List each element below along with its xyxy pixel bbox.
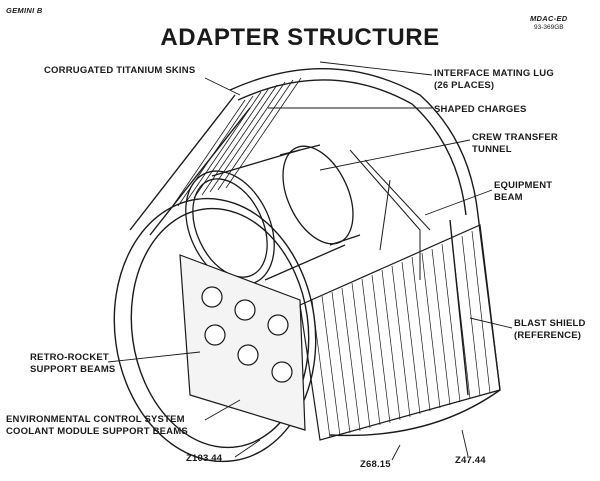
- org-tag: MDAC-ED: [530, 14, 568, 23]
- station-z47: Z47.44: [455, 455, 486, 466]
- label-ecs-coolant-beams-line2: COOLANT MODULE SUPPORT BEAMS: [6, 426, 188, 437]
- label-crew-transfer-tunnel: CREW TRANSFER TUNNEL: [472, 132, 558, 156]
- label-corrugated-skins: CORRUGATED TITANIUM SKINS: [44, 65, 196, 76]
- label-interface-mating-lug-line2: (26 PLACES): [434, 80, 495, 91]
- label-equipment-beam: EQUIPMENT BEAM: [494, 180, 552, 204]
- label-equipment-beam-line1: EQUIPMENT: [494, 180, 553, 191]
- shell-right-edge: [329, 214, 501, 437]
- label-blast-shield-line2: (REFERENCE): [514, 330, 582, 341]
- document-number: 93-369GB: [534, 24, 564, 31]
- label-ecs-coolant-beams: ENVIRONMENTAL CONTROL SYSTEM COOLANT MOD…: [6, 414, 188, 438]
- equipment-beam: [349, 149, 431, 280]
- station-z103: Z103.44: [186, 453, 223, 464]
- aft-ring-inner: [130, 207, 310, 449]
- crew-transfer-tunnel: [185, 144, 361, 286]
- program-tag: GEMINI B: [6, 6, 43, 15]
- label-retro-rocket-beams-line2: SUPPORT BEAMS: [30, 364, 116, 375]
- label-retro-rocket-beams: RETRO-ROCKET SUPPORT BEAMS: [30, 352, 115, 376]
- label-equipment-beam-line2: BEAM: [494, 192, 523, 203]
- station-z68: Z68.15: [360, 459, 391, 470]
- corrugated-skins: [169, 77, 302, 211]
- label-ecs-coolant-beams-line1: ENVIRONMENTAL CONTROL SYSTEM: [6, 414, 185, 425]
- leader-lines: [107, 61, 513, 461]
- forward-ring: [229, 67, 479, 216]
- label-interface-mating-lug: INTERFACE MATING LUG (26 PLACES): [434, 68, 554, 92]
- label-shaped-charges: SHAPED CHARGES: [434, 104, 527, 115]
- shell-upper-edge: [129, 94, 236, 231]
- diagram-title: ADAPTER STRUCTURE: [160, 24, 440, 51]
- label-crew-transfer-tunnel-line1: CREW TRANSFER: [472, 132, 558, 143]
- retro-rocket-panel: [179, 254, 306, 431]
- label-blast-shield: BLAST SHIELD (REFERENCE): [514, 318, 586, 342]
- label-retro-rocket-beams-line1: RETRO-ROCKET: [30, 352, 109, 363]
- label-interface-mating-lug-line1: INTERFACE MATING LUG: [434, 68, 554, 79]
- blast-shield: [299, 224, 501, 441]
- label-crew-transfer-tunnel-line2: TUNNEL: [472, 144, 512, 155]
- label-blast-shield-line1: BLAST SHIELD: [514, 318, 586, 329]
